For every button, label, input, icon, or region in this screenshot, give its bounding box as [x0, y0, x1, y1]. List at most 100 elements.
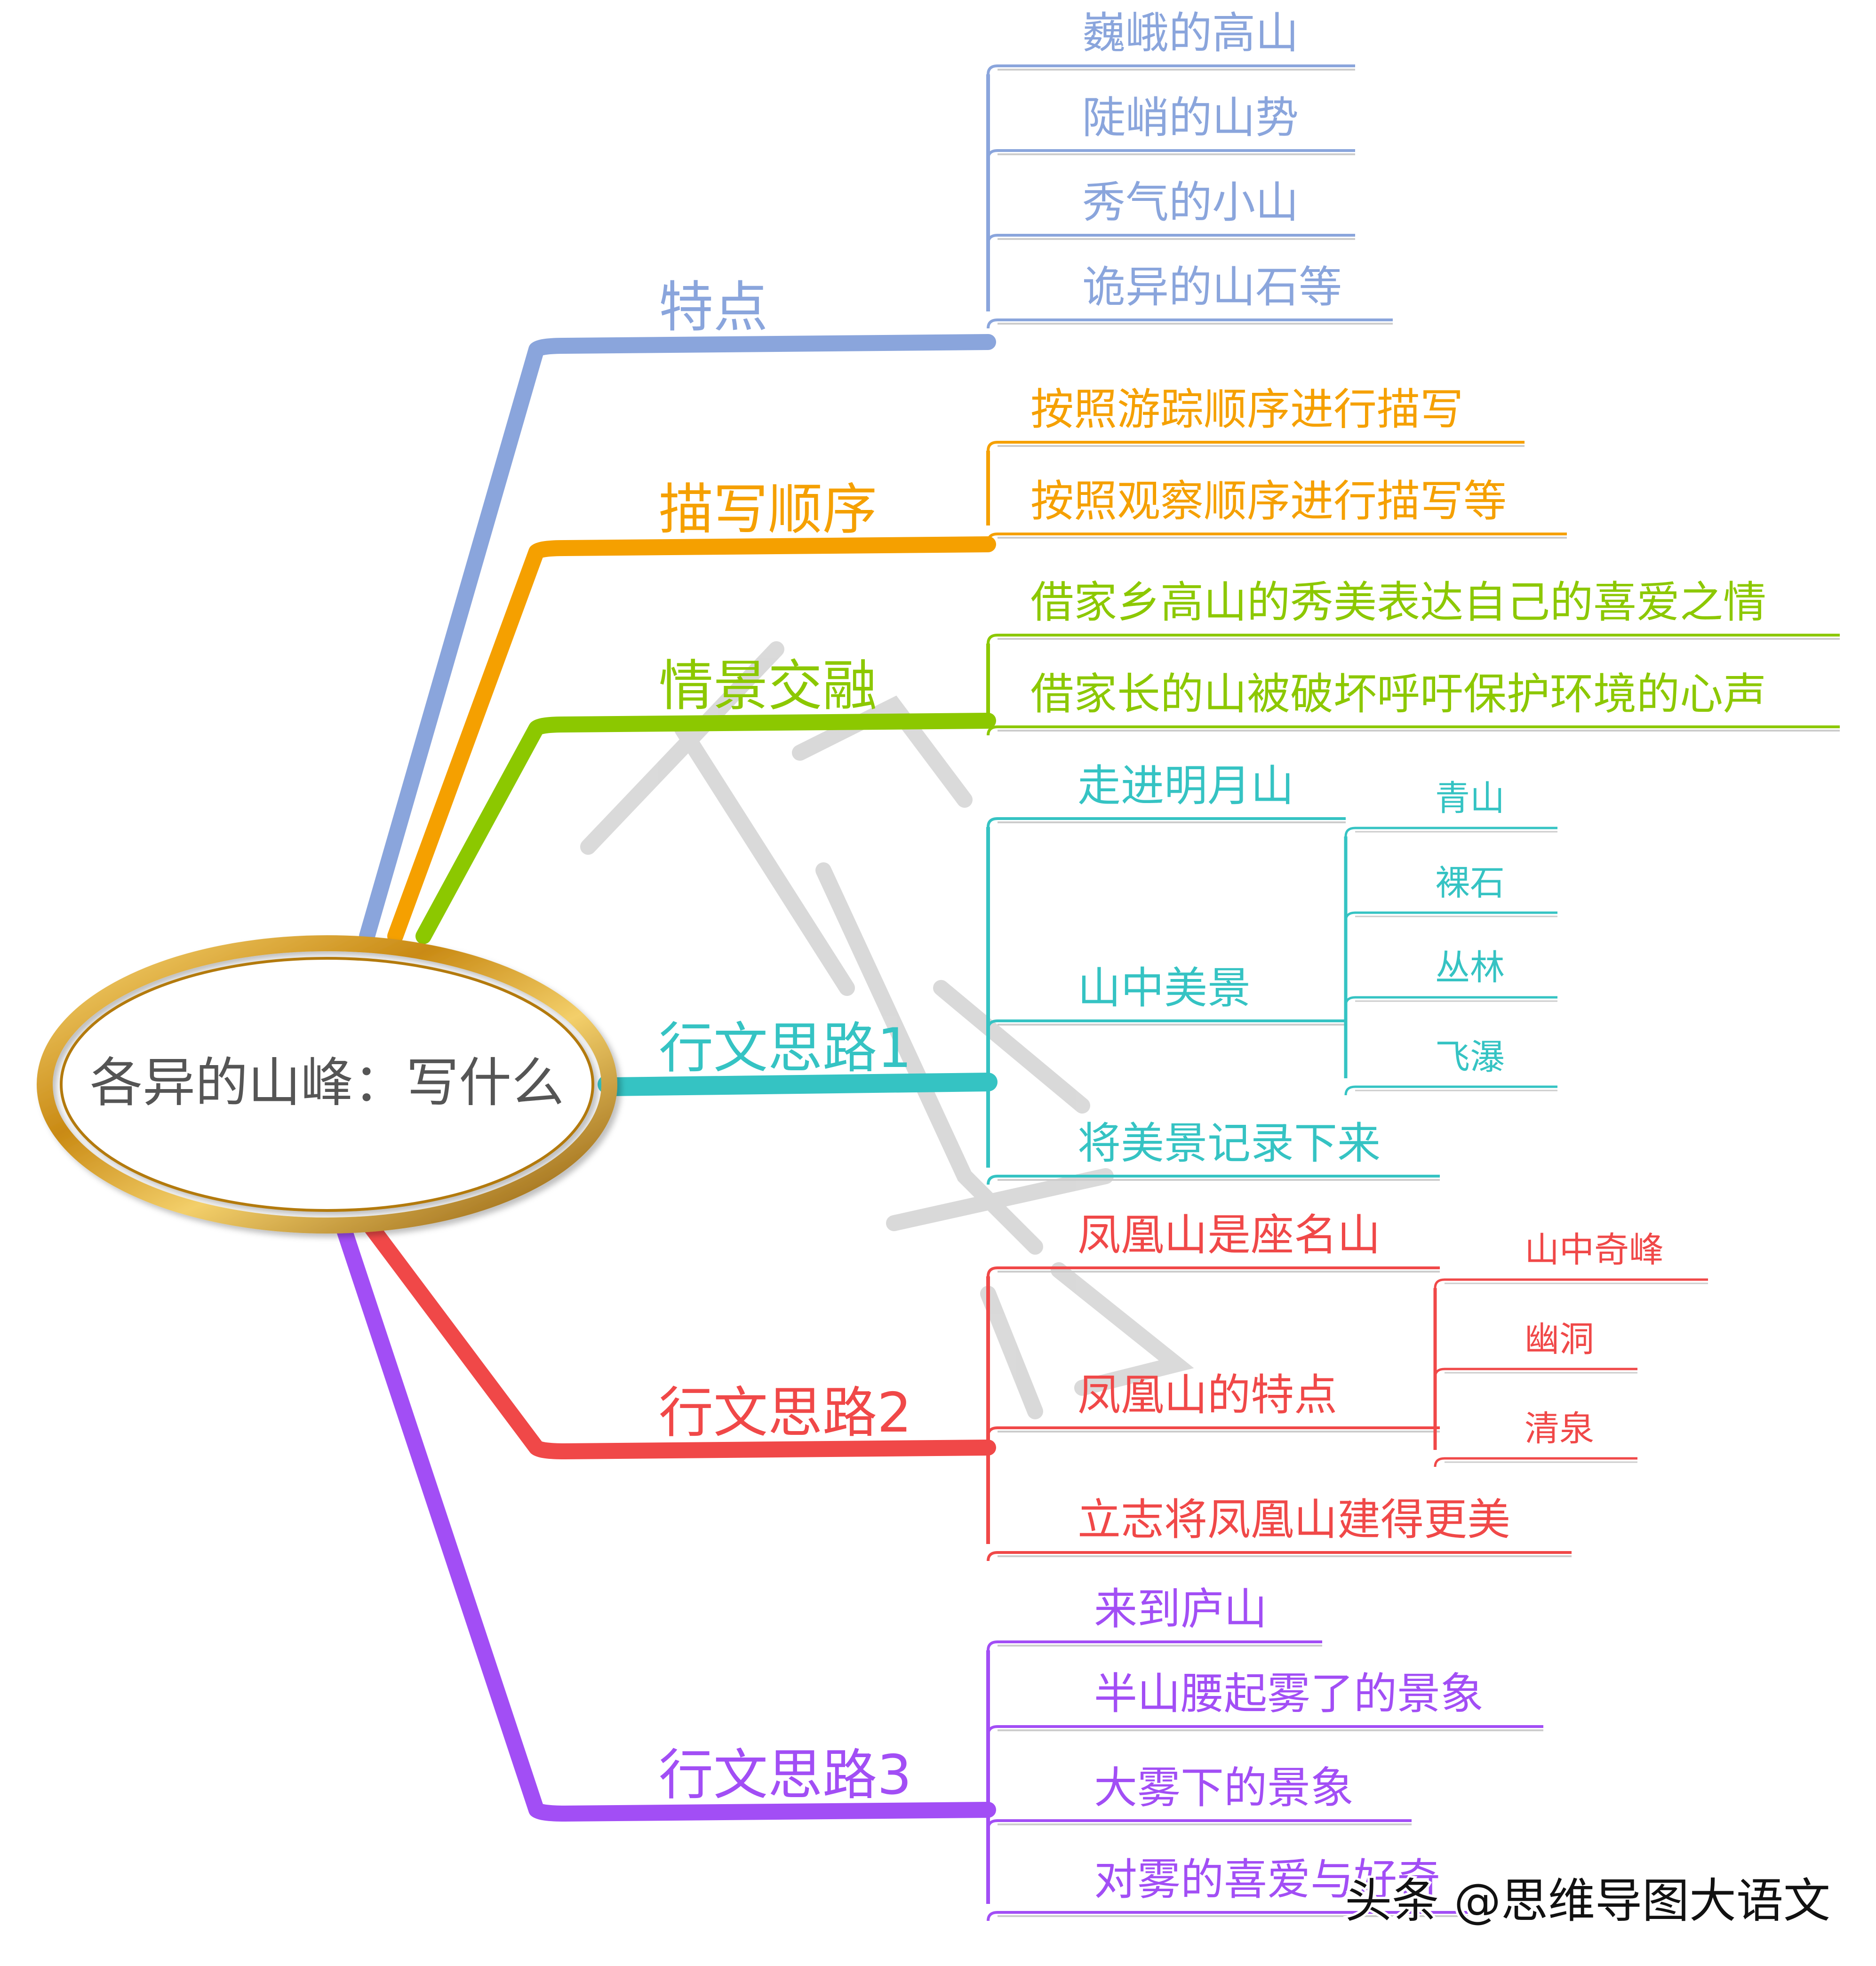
- grandchild-node[interactable]: 山中奇峰: [1525, 1230, 1664, 1270]
- child-label: 借家乡高山的秀美表达自己的喜爱之情: [1030, 577, 1766, 628]
- branch-connector: [364, 1220, 996, 1459]
- child-underline: [987, 1725, 1543, 1735]
- child-underline: [987, 1019, 1346, 1030]
- child-node[interactable]: 按照观察顺序进行描写等: [1030, 476, 1507, 526]
- child-label: 将美景记录下来: [1078, 1118, 1381, 1169]
- child-underline: [987, 1640, 1322, 1651]
- child-node[interactable]: 陡峭的山势: [1082, 93, 1299, 143]
- footer-watermark: 头条 @思维导图大语文: [1342, 1871, 1833, 1931]
- grandchild-underline: [1344, 827, 1557, 837]
- child-label: 凤凰山的特点: [1078, 1370, 1337, 1420]
- child-underline: [987, 1266, 1440, 1277]
- footer-watermark-text: 头条 @思维导图大语文: [1345, 1873, 1830, 1928]
- grandchild-label: 飞瀑: [1435, 1037, 1505, 1077]
- root-ring-inner: [60, 957, 594, 1212]
- grandchild-label: 裸石: [1435, 863, 1505, 903]
- child-node[interactable]: 凤凰山是座名山: [1078, 1210, 1381, 1260]
- grandchild-node[interactable]: 飞瀑: [1435, 1037, 1505, 1077]
- branch-label: 行文思路1: [659, 1017, 912, 1080]
- root-label: 各异的山峰：写什么: [90, 1052, 564, 1114]
- child-node[interactable]: 巍峨的高山: [1082, 8, 1299, 58]
- grandchild-underline: [1434, 1368, 1637, 1378]
- child-underline: [987, 318, 1393, 329]
- background-watermark-glyph: [580, 641, 1194, 1419]
- branch-connector: [415, 713, 996, 944]
- child-node[interactable]: 将美景记录下来: [1078, 1118, 1381, 1169]
- child-label: 大雾下的景象: [1094, 1763, 1354, 1813]
- child-label: 来到庐山: [1094, 1584, 1267, 1634]
- child-node[interactable]: 借家乡高山的秀美表达自己的喜爱之情: [1030, 577, 1766, 628]
- branch-connector: [335, 1220, 996, 1822]
- child-label: 对雾的喜爱与好奇: [1094, 1855, 1440, 1905]
- child-node[interactable]: 借家长的山被破坏呼吁保护环境的心声: [1030, 669, 1766, 719]
- grandchild-underline: [1344, 1085, 1557, 1096]
- branch-connector: [359, 334, 996, 944]
- grandchild-node[interactable]: 清泉: [1525, 1409, 1594, 1449]
- child-label: 立志将凤凰山建得更美: [1078, 1495, 1510, 1545]
- grandchild-underline: [1344, 911, 1557, 922]
- child-underline: [987, 1426, 1440, 1437]
- child-underline: [987, 1175, 1440, 1185]
- root-ring: [37, 935, 617, 1234]
- child-node[interactable]: 按照游踪顺序进行描写: [1030, 384, 1463, 435]
- child-label: 借家长的山被破坏呼吁保护环境的心声: [1030, 669, 1766, 719]
- child-node[interactable]: 大雾下的景象: [1094, 1763, 1354, 1813]
- branch-label: 特点: [659, 276, 768, 339]
- child-underline: [987, 725, 1840, 736]
- child-underline: [987, 533, 1567, 543]
- grandchild-underline: [1434, 1457, 1637, 1467]
- child-label: 半山腰起雾了的景象: [1094, 1669, 1484, 1719]
- branch-label: 描写顺序: [659, 478, 877, 541]
- child-label: 凤凰山是座名山: [1078, 1210, 1381, 1260]
- branch-connector: [598, 1073, 998, 1096]
- child-underline: [987, 234, 1355, 244]
- grandchild-underline: [1434, 1278, 1708, 1289]
- child-node[interactable]: 半山腰起雾了的景象: [1094, 1669, 1484, 1719]
- child-underline: [987, 149, 1355, 159]
- branch-label: 情景交融: [659, 654, 877, 718]
- grandchild-node[interactable]: 幽洞: [1525, 1319, 1594, 1360]
- child-underline: [987, 817, 1346, 828]
- child-label: 巍峨的高山: [1082, 8, 1299, 58]
- branch-label: 行文思路3: [659, 1743, 912, 1807]
- branch-connector: [387, 536, 996, 944]
- child-node[interactable]: 诡异的山石等: [1082, 262, 1342, 312]
- child-node[interactable]: 来到庐山: [1094, 1584, 1267, 1634]
- child-label: 山中美景: [1078, 963, 1251, 1013]
- child-label: 秀气的小山: [1082, 177, 1299, 228]
- grandchild-underline: [1344, 996, 1557, 1006]
- child-label: 按照游踪顺序进行描写: [1030, 384, 1463, 435]
- child-label: 按照观察顺序进行描写等: [1030, 476, 1507, 526]
- child-underline: [987, 1819, 1412, 1830]
- grandchild-label: 清泉: [1525, 1409, 1594, 1449]
- child-underline: [987, 441, 1525, 451]
- grandchild-label: 青山: [1435, 778, 1505, 819]
- child-node[interactable]: 对雾的喜爱与好奇: [1094, 1855, 1440, 1905]
- child-node[interactable]: 秀气的小山: [1082, 177, 1299, 228]
- child-label: 陡峭的山势: [1082, 93, 1299, 143]
- child-underline: [987, 1551, 1572, 1561]
- child-label: 诡异的山石等: [1082, 262, 1342, 312]
- grandchild-node[interactable]: 青山: [1435, 778, 1505, 819]
- child-node[interactable]: 走进明月山: [1078, 761, 1294, 811]
- child-underline: [987, 634, 1840, 644]
- grandchild-label: 丛林: [1435, 947, 1505, 988]
- branch-label: 行文思路2: [659, 1381, 912, 1445]
- grandchild-node[interactable]: 裸石: [1435, 863, 1505, 903]
- grandchild-label: 山中奇峰: [1525, 1230, 1664, 1270]
- child-underline: [987, 64, 1355, 75]
- grandchild-label: 幽洞: [1525, 1319, 1594, 1360]
- child-node[interactable]: 立志将凤凰山建得更美: [1078, 1495, 1510, 1545]
- grandchild-node[interactable]: 丛林: [1435, 947, 1505, 988]
- root-node[interactable]: 各异的山峰：写什么: [37, 935, 617, 1234]
- child-underline: [987, 1911, 1468, 1921]
